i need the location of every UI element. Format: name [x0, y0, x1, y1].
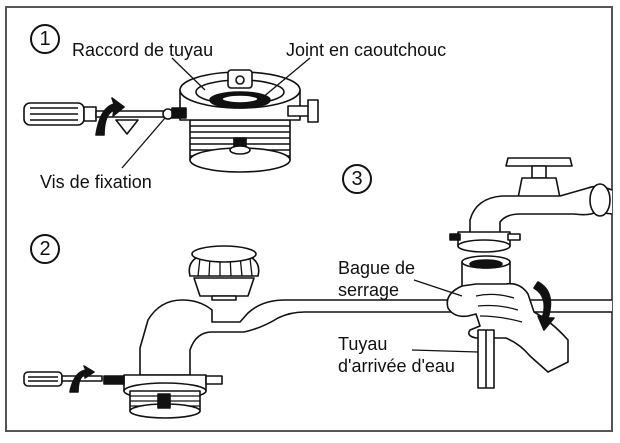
label-clamping-ring-line2: serrage [338, 280, 400, 300]
step2-illustration [23, 245, 612, 419]
step-1-number: 1 [30, 24, 60, 54]
label-hose-connector: Raccord de tuyau [72, 40, 214, 60]
label-inlet-hose-line2: d'arrivée d'eau [338, 356, 455, 376]
step3-illustration [446, 157, 613, 389]
label-inlet-hose-line1: Tuyau [338, 334, 388, 354]
step-2-number: 2 [30, 234, 60, 264]
label-fixing-screw: Vis de fixation [40, 172, 152, 192]
label-clamping-ring-line1: Bague de [338, 258, 416, 278]
step1-illustration [23, 69, 319, 173]
label-rubber-seal: Joint en caoutchouc [286, 40, 447, 60]
diagram-frame [5, 6, 613, 432]
step-3-number: 3 [342, 164, 372, 194]
